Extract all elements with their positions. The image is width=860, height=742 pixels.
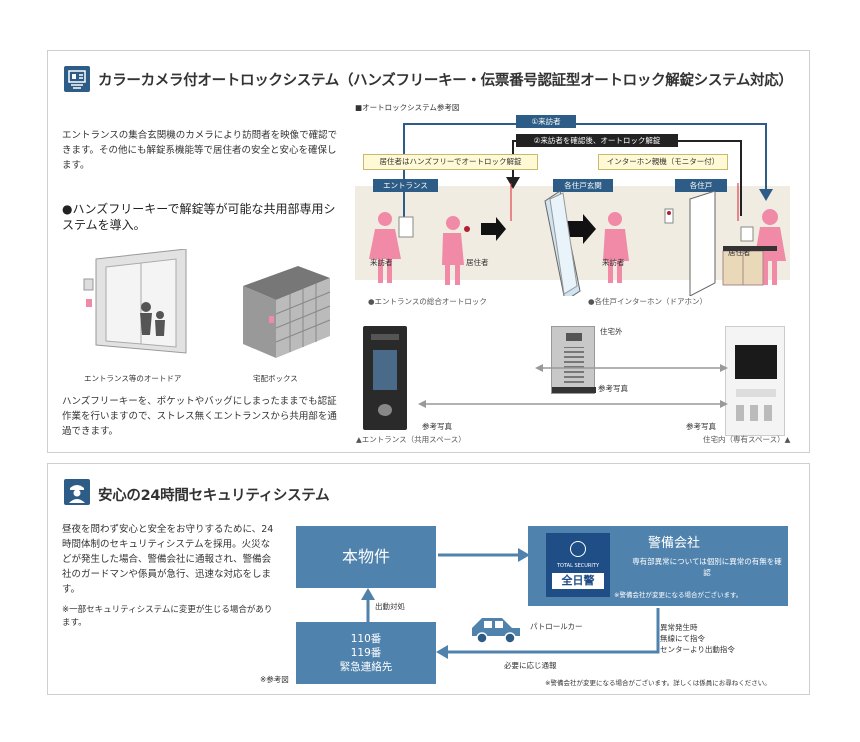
- visitor1-label: 来訪者: [370, 258, 393, 267]
- outside-label: 住宅外: [600, 327, 623, 336]
- emergency-box: 110番 119番 緊急連絡先: [296, 622, 436, 684]
- entrance-space-caption: ▲エントランス（共用スペース）: [356, 435, 466, 444]
- intercom-note: インターホン親機（モニター付）: [598, 154, 728, 170]
- diagram-scene: [369, 191, 786, 296]
- security-company-box: TOTAL SECURITY 全日警 警備会社 専有部異常については個別に異常の…: [528, 526, 788, 606]
- handsfree-text: ハンズフリーキーを、ポケットやバッグにしまったままでも認証作業を行いますので、ス…: [62, 396, 337, 437]
- caption-entrance-autolock: ●エントランスの総合オートロック: [368, 297, 487, 306]
- footer-note: ※警備会社が変更になる場合がございます。詳しくは係員にお尋ねください。: [545, 679, 771, 687]
- ref-photo-1: 参考写真: [598, 384, 628, 393]
- dispatch-label: 出動対処: [375, 602, 405, 611]
- ref-photo-2: 参考写真: [422, 422, 452, 431]
- entrance-panel-photo: [363, 326, 407, 430]
- report-label: 必要に応じ通報: [504, 661, 557, 670]
- auto-door-illustration: [83, 249, 187, 354]
- visitor2-label: 来訪者: [602, 258, 625, 267]
- resident2-label: 居住者: [728, 248, 751, 257]
- security-desc: 専有部異常については個別に異常の有無を確認: [632, 557, 782, 577]
- emergency-line-contact: 緊急連絡先: [339, 661, 393, 673]
- device-arrows: [418, 364, 728, 408]
- emergency-line-119: 119番: [350, 647, 382, 659]
- security-note: ※警備会社が変更になる場合がございます。: [614, 591, 743, 599]
- ref-note: ※参考図: [260, 675, 289, 684]
- zone-unit: 各住戸: [675, 179, 727, 192]
- caption-delivery: 宅配ボックス: [253, 374, 298, 383]
- emergency-line-110: 110番: [350, 633, 382, 645]
- flow2-label: ②来訪者を確認後、オートロック解錠: [516, 134, 678, 147]
- patrol-car-icon: [472, 618, 520, 644]
- handsfree-heading: ●ハンズフリーキーで解錠等が可能な共用部専用システムを導入。: [62, 202, 336, 232]
- caption-doorphone: ●各住戸インターホン（ドアホン）: [588, 297, 708, 306]
- indoor-space-caption: 住宅内（専有スペース）▲: [703, 435, 791, 444]
- security-panel: 安心の24時間セキュリティシステム 昼夜を問わず安心と安全をお守りするために、2…: [47, 463, 810, 695]
- alarm-label: 異常発生時 無線にて指令 センターより出動指令: [660, 623, 735, 654]
- patrol-label: パトロールカー: [530, 622, 583, 631]
- section2-note: ※一部セキュリティシステムに変更が生じる場合があります。: [62, 605, 273, 628]
- security-arrows: [361, 548, 660, 659]
- ref-photo-3: 参考写真: [686, 422, 716, 431]
- diagram-ref-label: ■オートロックシステム参考図: [355, 103, 460, 112]
- zone-door: 各住戸玄関: [553, 179, 613, 192]
- zone-entrance: エントランス: [373, 179, 438, 192]
- property-box: 本物件: [296, 526, 436, 588]
- resident-note: 居住者はハンズフリーでオートロック解錠: [363, 154, 538, 170]
- section1-intro: エントランスの集合玄関機のカメラにより訪問者を映像で確認できます。その他にも解錠…: [62, 130, 338, 171]
- intercom-icon: [64, 66, 90, 92]
- flow1-label: ①来訪者: [516, 115, 576, 128]
- section2-text: 昼夜を問わず安心と安全をお守りするために、24時間体制のセキュリティシステムを採…: [62, 524, 274, 595]
- indoor-monitor-photo: [725, 326, 785, 436]
- guard-icon: [64, 479, 90, 505]
- security-company-title: 警備会社: [648, 536, 701, 551]
- security-logo: TOTAL SECURITY 全日警: [546, 533, 610, 597]
- resident1-label: 居住者: [466, 258, 489, 267]
- section2-title: 安心の24時間セキュリティシステム: [98, 488, 330, 504]
- delivery-box-illustration: [243, 266, 331, 358]
- section1-title: カラーカメラ付オートロックシステム（ハンズフリーキー・伝票番号認証型オートロック…: [98, 73, 793, 89]
- autolock-panel: カラーカメラ付オートロックシステム（ハンズフリーキー・伝票番号認証型オートロック…: [47, 50, 810, 453]
- caption-autodoor: エントランス等のオートドア: [84, 374, 182, 383]
- doorphone-photo: [551, 326, 596, 394]
